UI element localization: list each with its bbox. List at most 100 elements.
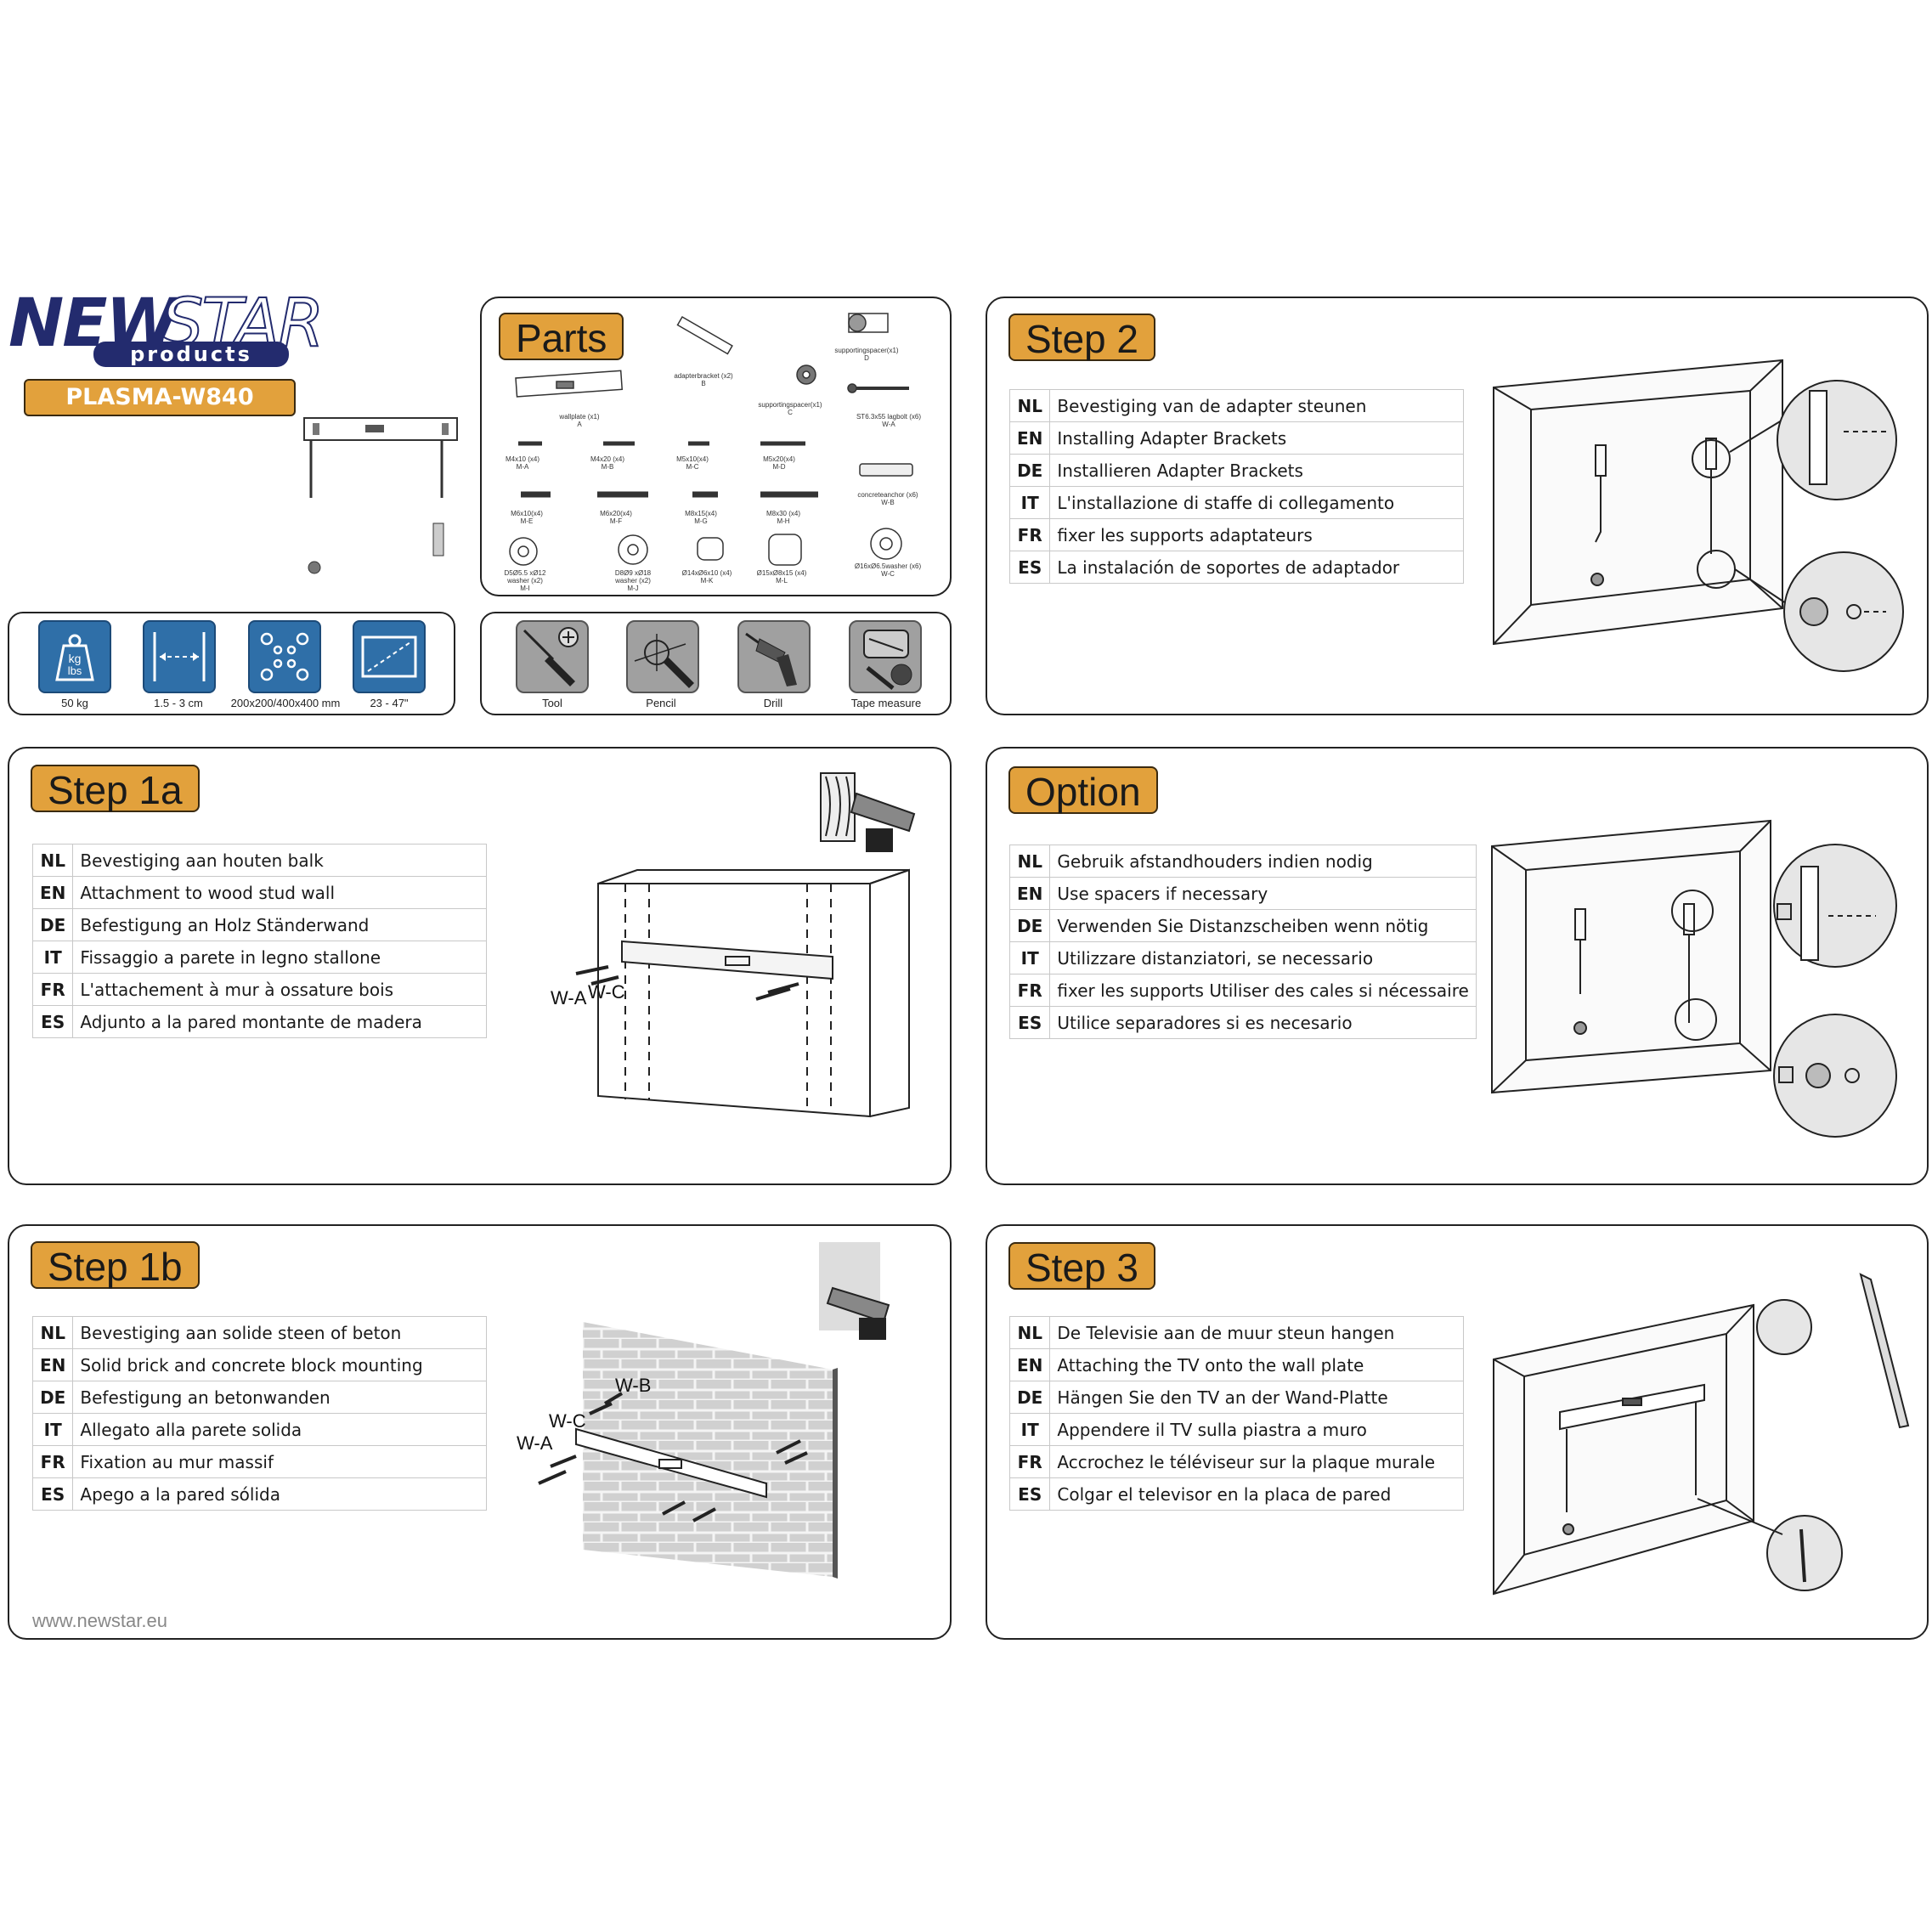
part-label-wc: Ø16xØ6.5washer (x6)W-C [837,562,939,578]
tool-label-drill: Drill [763,697,783,709]
lang-code: FR [31,1445,74,1478]
lang-code: EN [31,1348,74,1381]
lang-text: Bevestiging aan houten balk [72,844,488,877]
part-label-code: W-B [881,499,895,506]
part-label-md: M5x20(x4)M-D [749,455,809,471]
part-label-mh: M8x30 (x4)M-H [749,510,817,525]
footer-url[interactable]: www.newstar.eu [32,1610,167,1631]
option-illustration [1491,819,1897,1138]
part-label-spacer-d: supportingspacer(x1)D [816,347,918,362]
lang-code: FR [1008,974,1051,1007]
lang-text: Colgar el televisor en la placa de pared [1049,1477,1465,1511]
part-label-wallplate: wallplate (x1)A [529,413,630,428]
product-sketch-image [303,417,458,574]
lang-text: Apego a la pared sólida [72,1477,488,1511]
parts-drawing [509,313,913,566]
part-label-code: B [701,380,706,387]
step1a-title: Step 1a [31,765,200,812]
model-badge: PLASMA-W840 [24,379,296,416]
part-label-code: M-B [601,463,614,471]
lang-text: Use spacers if necessary [1049,877,1477,910]
lang-code: EN [1008,421,1051,455]
tool-label-tool: Tool [542,697,562,709]
lang-code: NL [31,844,74,877]
step1b-title: Step 1b [31,1241,200,1289]
svg-text:kg: kg [69,652,82,665]
part-label-line: M6x20(x4) [600,510,632,517]
drill-icon [737,620,811,693]
step1a-illustration [575,772,916,1118]
lang-code: NL [1008,1316,1051,1349]
spec-label-weight: 50 kg [61,697,88,709]
svg-text:lbs: lbs [68,664,82,677]
part-label-line: D5Ø5.5 xØ12 [504,569,546,577]
lang-code: ES [1008,1477,1051,1511]
lang-code: IT [1008,1413,1051,1446]
screen-size-icon [353,620,426,693]
lang-text: Befestigung an Holz Ständerwand [72,908,488,941]
part-label-line: D8Ø9 xØ18 [614,569,652,577]
lang-text: Fissaggio a parete in legno stallone [72,941,488,974]
part-label-line: supportingspacer(x1) [758,401,822,409]
kg-lbs-weight-icon: kg lbs [38,620,111,693]
lang-text: Solid brick and concrete block mounting [72,1348,488,1381]
lang-text: Bevestiging van de adapter steunen [1049,389,1465,422]
lang-code: FR [1008,1445,1051,1478]
part-label-code: A [577,421,582,428]
part-label-ma: M4x10 (x4)M-A [493,455,552,471]
part-label-code: M-F [609,517,623,525]
part-label-line: concreteanchor (x6) [857,491,918,499]
lang-code: NL [31,1316,74,1349]
lang-code: ES [1008,1006,1051,1039]
lang-text: Attaching the TV onto the wall plate [1049,1348,1465,1381]
lang-text: Allegato alla parete solida [72,1413,488,1446]
part-label-code: M-J [627,585,639,592]
part-label-adapter-bracket: adapterbracket (x2)B [657,372,750,387]
part-label-line: Ø14xØ6x10 (x4) [681,569,732,577]
lang-code: IT [1008,486,1051,519]
lang-text: Hängen Sie den TV an der Wand-Platte [1049,1381,1465,1414]
tool-label-tape: Tape measure [850,697,922,709]
lang-text: Utilice separadores si es necesario [1049,1006,1477,1039]
lang-text: Adjunto a la pared montante de madera [72,1005,488,1038]
step1b-illustration [538,1242,890,1579]
lang-code: EN [1008,1348,1051,1381]
part-label-code: M-C [686,463,699,471]
step2-illustration [1493,359,1904,672]
part-label-me: M6x10(x4)M-E [497,510,556,525]
wall-distance-icon [143,620,216,693]
step2-title: Step 2 [1008,314,1155,361]
part-label-mf: M6x20(x4)M-F [586,510,646,525]
lang-code: ES [31,1005,74,1038]
part-label-line: M4x10 (x4) [505,455,539,463]
spec-label-screen: 23 - 47" [370,697,409,709]
tape-measure-icon [849,620,922,693]
lang-text: Attachment to wood stud wall [72,876,488,909]
lang-text: Installing Adapter Brackets [1049,421,1465,455]
part-label-line: M5x10(x4) [676,455,709,463]
vesa-holes-icon [248,620,321,693]
brand-tagline: products [93,342,289,367]
lang-code: IT [31,1413,74,1446]
lang-text: De Televisie aan de muur steun hangen [1049,1316,1465,1349]
part-label-line: wallplate (x1) [559,413,600,421]
